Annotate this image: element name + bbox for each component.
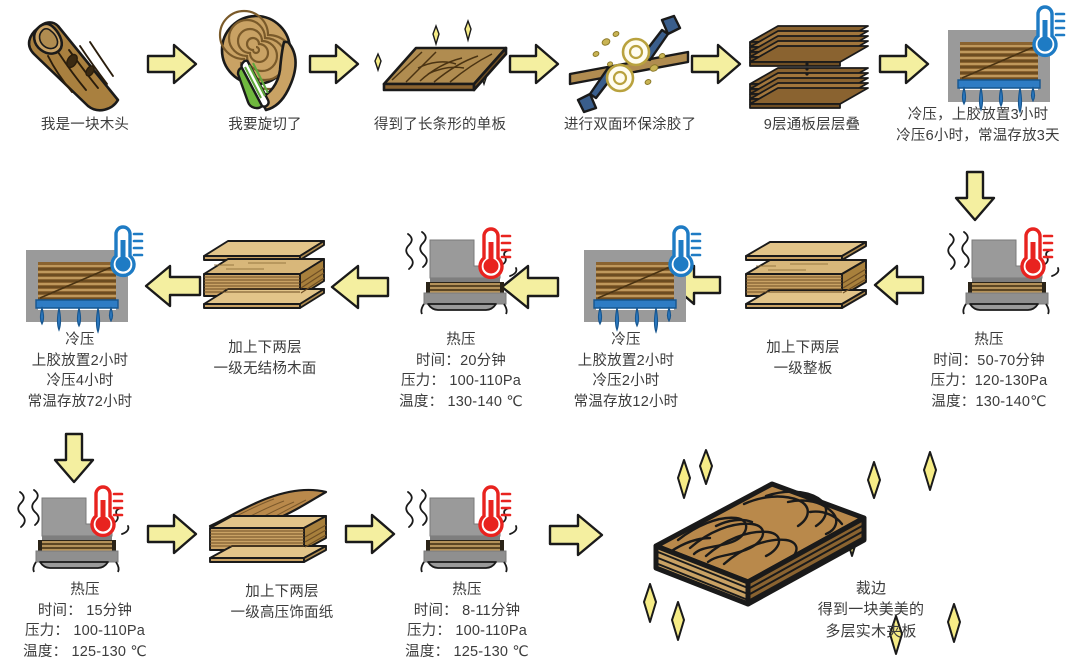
veneer-sheet-icon	[374, 19, 508, 92]
caption-log: 我是一块木头	[40, 117, 130, 133]
thermometer-hot-icon	[90, 485, 124, 538]
thermometer-cold-icon	[1032, 5, 1066, 58]
step-hotpress4-icon	[12, 485, 138, 580]
hot-press-icon	[17, 485, 130, 573]
thermometer-cold-icon	[110, 225, 144, 278]
arrow-right-3	[508, 42, 560, 86]
arrow-left-3	[500, 263, 560, 311]
caption-glue: 进行双面环保涂胶了	[563, 117, 697, 133]
arrow-right-4	[690, 42, 742, 86]
step-coldpress3-icon	[12, 225, 144, 334]
caption-final: 裁边 得到一块美美的 多层实木夹板	[817, 580, 925, 640]
step-peel-icon	[208, 9, 328, 116]
caption-coldpress1: 冷压，上胶放置3小时 冷压6小时，常温存放3天	[896, 107, 1060, 144]
arrow-right-5	[878, 42, 930, 86]
log-icon	[27, 21, 120, 112]
hot-press-icon	[405, 227, 518, 315]
finished-plywood-icon	[643, 449, 961, 655]
step-veneer-icon	[358, 18, 514, 110]
step-glue-icon	[562, 12, 696, 116]
arrow-down-1	[953, 170, 997, 222]
caption-hotpress5: 热压 时间： 8-11分钟 压力： 100-110Pa 温度： 125-130 …	[405, 582, 529, 660]
nine-layer-stack-icon	[749, 25, 869, 109]
thermometer-hot-icon	[478, 485, 512, 538]
hot-press-icon	[947, 227, 1060, 315]
board-sandwich-icon	[745, 241, 867, 309]
arrow-right-7	[344, 512, 396, 556]
step-coldpress2-icon	[570, 225, 702, 334]
caption-stack9: 9层通板层层叠	[763, 117, 861, 133]
caption-hotpress4: 热压 时间： 15分钟 压力： 100-110Pa 温度： 125-130 ℃	[23, 582, 147, 660]
step-final-icon	[620, 440, 1080, 672]
step-addpaper-icon	[202, 478, 338, 578]
caption-hotpress3: 热压 时间：20分钟 压力： 100-110Pa 温度： 130-140 ℃	[399, 332, 523, 410]
arrow-right-6	[146, 512, 198, 556]
caption-addpaper: 加上下两层 一级高压饰面纸	[230, 584, 334, 621]
step-log-icon	[14, 14, 154, 114]
glue-roller-icon	[568, 14, 690, 114]
step-hotpress3-icon	[400, 227, 526, 322]
plywood-block	[653, 481, 867, 607]
caption-hotpress1: 热压 时间：50-70分钟 压力：120-130Pa 温度：130-140℃	[930, 332, 1048, 410]
arrow-left-5	[144, 263, 202, 309]
caption-coldpress2: 冷压 上胶放置2小时 冷压2小时 常温存放12小时	[573, 332, 679, 410]
step-hotpress1-icon	[942, 227, 1068, 322]
rotary-peel-icon	[218, 9, 297, 112]
caption-coldpress3: 冷压 上胶放置2小时 冷压4小时 常温存放72小时	[27, 332, 133, 410]
cold-press-icon	[26, 225, 144, 334]
arrow-left-1	[873, 263, 925, 307]
caption-veneer: 得到了长条形的单板	[373, 117, 507, 133]
step-addpoplar-icon	[198, 238, 330, 322]
caption-peel: 我要旋切了	[228, 117, 302, 133]
hot-press-icon	[405, 485, 518, 573]
board-sandwich-icon	[203, 240, 325, 309]
arrow-right-2	[308, 42, 360, 86]
step-coldpress1-icon	[934, 5, 1066, 114]
thermometer-hot-icon	[1020, 227, 1054, 280]
arrow-right-1	[146, 42, 198, 86]
arrow-down-2	[52, 432, 96, 484]
thermometer-hot-icon	[478, 227, 512, 280]
caption-addwhole: 加上下两层 一级整板	[766, 340, 840, 377]
step-hotpress5-icon	[400, 485, 526, 580]
cold-press-icon	[584, 225, 702, 334]
cold-press-icon	[948, 5, 1066, 114]
step-stack9-icon	[740, 20, 880, 112]
arrow-right-8	[548, 512, 604, 558]
step-addwhole-icon	[740, 240, 872, 320]
arrow-left-4	[330, 263, 390, 311]
thermometer-cold-icon	[668, 225, 702, 278]
caption-addpoplar: 加上下两层 一级无结杨木面	[213, 340, 317, 377]
veneer-paper-stack-icon	[208, 488, 328, 563]
